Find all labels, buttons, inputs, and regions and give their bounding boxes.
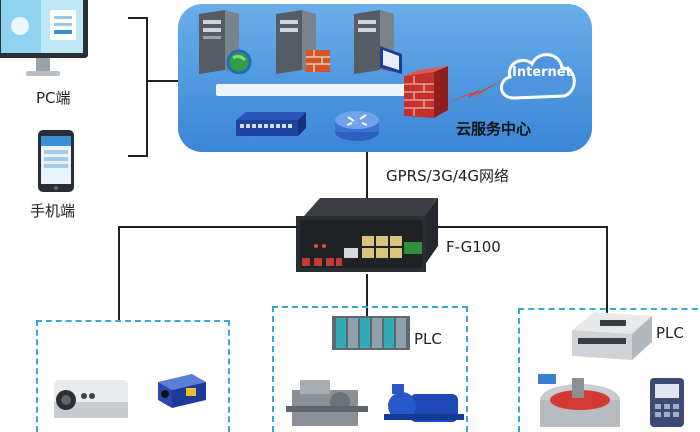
plc-module-middle-icon: [332, 312, 410, 354]
bracket-top: [128, 17, 148, 19]
distribution-right: [436, 226, 608, 228]
bracket-to-cloud: [148, 80, 180, 82]
lightning-icon: [446, 78, 504, 108]
network-label: GPRS/3G/4G网络: [386, 167, 510, 185]
router-icon: [334, 108, 380, 144]
pc-monitor: [0, 0, 92, 80]
drop-left: [118, 226, 120, 322]
plc-middle-label: PLC: [414, 330, 442, 348]
device-group-right: [518, 308, 700, 432]
internet-cloud-icon: [494, 44, 580, 108]
gateway-label: F-G100: [446, 238, 501, 256]
machine-icon: [286, 376, 368, 427]
drop-middle: [366, 274, 368, 322]
plc-right-label: PLC: [656, 324, 684, 342]
camera-icon: [46, 372, 130, 427]
server-3-icon: [350, 10, 410, 76]
internet-label: Internet: [512, 65, 572, 80]
distribution-left: [118, 226, 298, 228]
plc-module-right-icon: [572, 310, 652, 364]
drop-right: [606, 226, 608, 318]
device-group-left: [36, 320, 230, 432]
bracket-vertical: [146, 17, 148, 157]
firewall-icon: [404, 66, 448, 118]
cloud-center-label: 云服务中心: [456, 120, 532, 138]
bracket-bottom: [128, 155, 148, 157]
server-2-icon: [272, 10, 332, 74]
server-1-icon: [195, 10, 253, 75]
pc-label: PC端: [36, 89, 71, 107]
cloud-rack-bar: [216, 84, 408, 96]
meter-icon: [648, 376, 688, 427]
pump-icon: [384, 384, 464, 427]
network-switch-icon: [236, 112, 306, 138]
cloud-to-gateway-line: [366, 152, 368, 198]
gateway-device: [296, 196, 438, 278]
device-group-middle: [272, 306, 468, 432]
mobile-label: 手机端: [30, 202, 76, 220]
laser-sensor-icon: [146, 368, 208, 412]
mobile-phone: [38, 130, 74, 192]
centrifuge-icon: [532, 370, 628, 427]
